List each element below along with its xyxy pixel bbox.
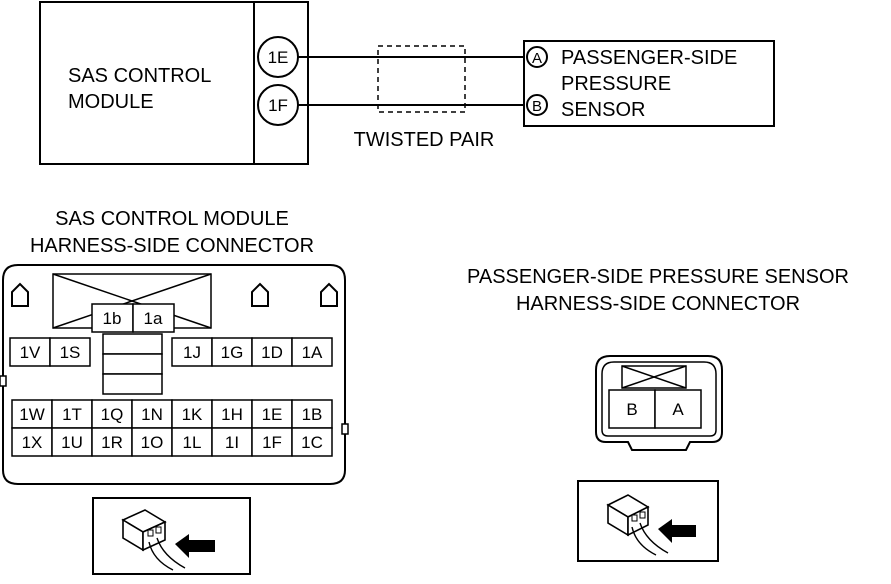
sas-pin-cell: [49, 337, 91, 367]
terminal-1e-label: 1E: [268, 48, 289, 67]
sas-pin-label: 1S: [60, 343, 81, 362]
connector-view-direction-icon-2: [577, 480, 719, 562]
sas-pin-cell: [51, 399, 93, 429]
sas-pin-label: 1B: [302, 405, 323, 424]
sensor-pin-b-label: B: [532, 98, 542, 115]
sas-pin-label: 1L: [183, 433, 202, 452]
sas-pin-cell: [251, 399, 293, 429]
twisted-pair-marker: [377, 45, 466, 113]
sensor-label-line-1: PASSENGER-SIDE: [561, 47, 737, 69]
sas-pin-cell: [131, 399, 173, 429]
twisted-pair-label: TWISTED PAIR: [354, 129, 495, 151]
sensor-pin-a: A: [672, 400, 684, 419]
sas-pin-label: 1R: [101, 433, 123, 452]
sas-pin-cell: [291, 337, 333, 367]
sas-pin-1a: 1a: [144, 309, 163, 328]
sas-pin-label: 1X: [22, 433, 43, 452]
sas-pin-label: 1A: [302, 343, 323, 362]
sas-pin-label: 1H: [221, 405, 243, 424]
module-label-line-1: SAS CONTROL: [68, 65, 211, 87]
sas-pin-label: 1O: [141, 433, 164, 452]
signal-wires: [298, 56, 527, 106]
sas-pin-label: 1F: [262, 433, 282, 452]
sas-pin-label: 1I: [225, 433, 239, 452]
sas-pin-label: 1Q: [101, 405, 124, 424]
sas-pin-row-1-right: 1J 1G 1D 1A: [171, 337, 333, 367]
sas-pin-row-1-left: 1V 1S: [9, 337, 91, 367]
sensor-pin-b: B: [626, 400, 637, 419]
terminal-1e: 1E: [257, 36, 299, 78]
sas-connector-title-line-2: HARNESS-SIDE CONNECTOR: [30, 235, 314, 257]
connector-view-direction-icon: [92, 497, 251, 575]
terminal-1f: 1F: [257, 84, 299, 126]
sas-pin-label: 1T: [62, 405, 82, 424]
sas-pin-label: 1E: [262, 405, 283, 424]
sas-pin-1b: 1b: [103, 309, 122, 328]
sas-pin-row-2: 1W 1T 1Q 1N 1K 1H 1E 1B: [11, 399, 333, 429]
sas-pin-label: 1K: [182, 405, 203, 424]
sas-pin-label: 1C: [301, 433, 323, 452]
sas-pin-cell: [251, 337, 293, 367]
passenger-side-pressure-sensor-box: A B PASSENGER-SIDE PRESSURE SENSOR: [523, 40, 775, 127]
sas-pin-cell: [211, 337, 253, 367]
sensor-harness-side-connector: B A: [595, 355, 723, 451]
sas-pin-label: 1N: [141, 405, 163, 424]
sas-connector-title-line-1: SAS CONTROL MODULE: [55, 208, 289, 230]
module-label-line-2: MODULE: [68, 91, 154, 113]
sas-pin-cell: [11, 427, 53, 457]
sas-pin-cell: [291, 399, 333, 429]
sensor-label-line-3: SENSOR: [561, 99, 645, 121]
sas-pin-label: 1D: [261, 343, 283, 362]
sas-pin-cell: [251, 427, 293, 457]
sensor-label-line-2: PRESSURE: [561, 73, 671, 95]
sas-pin-row-3: 1X 1U 1R 1O 1L 1I 1F 1C: [11, 427, 333, 457]
sas-pin-label: 1U: [61, 433, 83, 452]
sensor-connector-title-line-2: HARNESS-SIDE CONNECTOR: [516, 293, 800, 315]
terminal-1f-label: 1F: [268, 96, 288, 115]
sensor-pin-a-label: A: [532, 50, 542, 67]
sensor-connector-title-line-1: PASSENGER-SIDE PRESSURE SENSOR: [467, 266, 849, 288]
sas-control-module-box: SAS CONTROL MODULE: [39, 1, 309, 165]
sas-pin-cell: [291, 427, 333, 457]
sas-pin-label: 1W: [19, 405, 45, 424]
sas-pin-cell: [51, 427, 93, 457]
sas-pin-label: 1J: [183, 343, 201, 362]
sas-pin-label: 1V: [20, 343, 41, 362]
sas-pin-label: 1G: [221, 343, 244, 362]
